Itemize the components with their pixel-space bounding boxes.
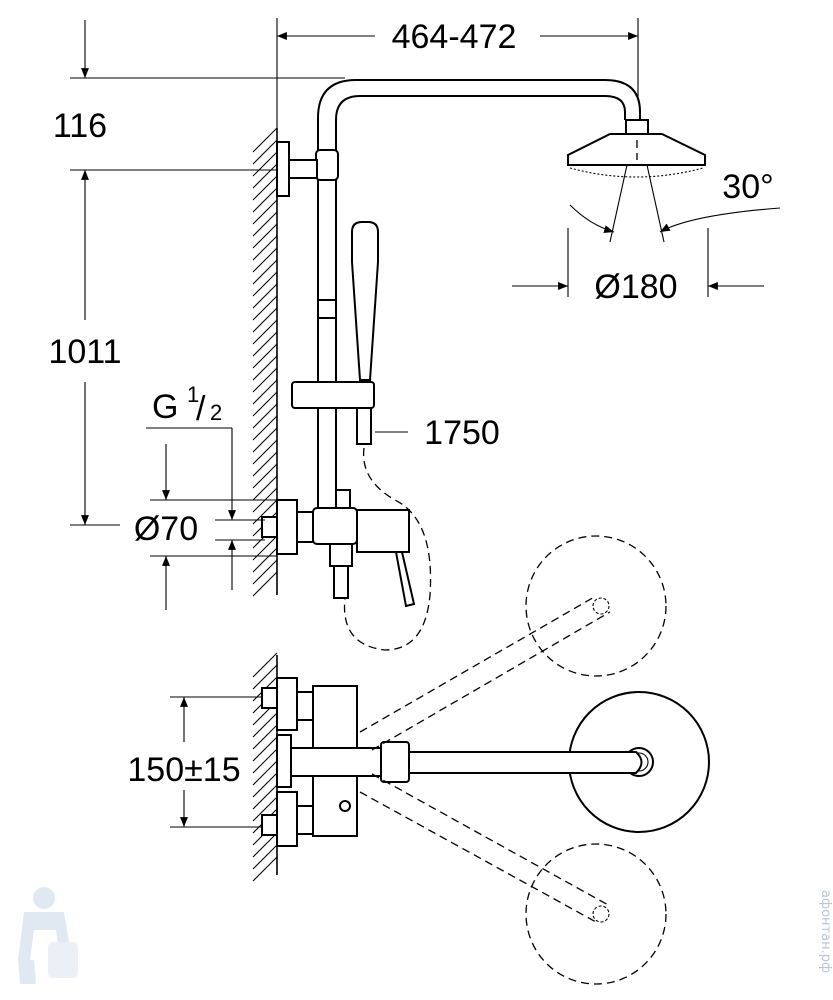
inlet-dimensions: G 1 / 2 Ø70	[134, 382, 277, 610]
hatch-line	[252, 784, 278, 810]
hatch-line	[252, 463, 278, 489]
swing-arcs	[359, 535, 667, 985]
thread-num-label: 1	[187, 382, 199, 407]
hatch-line	[252, 139, 278, 165]
hatch-line	[252, 403, 278, 429]
hatch-line	[252, 796, 278, 822]
hatch-line	[252, 427, 278, 453]
top-offset-label: 116	[53, 107, 107, 145]
hatch-line	[252, 283, 278, 309]
hatch-line	[252, 415, 278, 441]
top-view: 150±15	[127, 535, 710, 985]
width-label: 464-472	[392, 18, 517, 56]
hatch-line	[252, 271, 278, 297]
hatch-line	[252, 652, 278, 678]
hatch-line	[252, 331, 278, 357]
hatch-line	[252, 736, 278, 762]
hatch-line	[252, 247, 278, 273]
hand-shower: 1750	[291, 221, 500, 651]
thread-den-label: 2	[210, 400, 222, 425]
hatch-line	[252, 712, 278, 738]
hatch-line	[252, 475, 278, 501]
hatch-line	[252, 307, 278, 333]
top-offset-dimension: 116	[53, 20, 345, 145]
hatch-line	[252, 127, 278, 153]
hatch-line	[252, 379, 278, 405]
hatch-line	[252, 199, 278, 225]
head-shower	[567, 119, 706, 178]
wall-hatch-front	[252, 127, 278, 597]
hatch-line	[252, 319, 278, 345]
thread-g-label: G	[152, 388, 178, 426]
front-view: 464-472 116 1011	[48, 18, 781, 651]
inlet-spacing-label: 150±15	[127, 751, 240, 789]
diameter-70-label: Ø70	[134, 510, 198, 548]
mixer-top	[261, 677, 410, 847]
hatch-line	[252, 295, 278, 321]
watermark-plumber-figure	[18, 887, 78, 984]
hatch-line	[252, 343, 278, 369]
hatch-line	[252, 235, 278, 261]
height-dimension: 1011	[48, 169, 282, 526]
hatch-line	[252, 211, 278, 237]
thread-slash-label: /	[196, 390, 206, 428]
mixer-body	[261, 489, 416, 608]
shower-riser	[315, 79, 641, 520]
hatch-line	[252, 772, 278, 798]
hatch-line	[252, 439, 278, 465]
spray-angle-dimension: 30°	[569, 164, 781, 243]
hatch-line	[252, 259, 278, 285]
hatch-line	[252, 223, 278, 249]
hatch-line	[252, 832, 278, 858]
hatch-line	[252, 163, 278, 189]
hose-length-label: 1750	[424, 414, 500, 452]
head-diameter-dimension: Ø180	[512, 228, 764, 306]
hatch-line	[252, 355, 278, 381]
hatch-line	[252, 844, 278, 870]
hatch-line	[252, 175, 278, 201]
height-label: 1011	[48, 333, 121, 371]
shower-arm-top	[408, 691, 710, 833]
hatch-line	[252, 367, 278, 393]
hatch-line	[252, 724, 278, 750]
hatch-line	[252, 760, 278, 786]
head-diameter-label: Ø180	[594, 268, 677, 306]
hatch-line	[252, 571, 278, 597]
hatch-line	[252, 559, 278, 585]
inlet-spacing-dimension: 150±15	[127, 696, 262, 828]
hatch-line	[252, 856, 278, 882]
hatch-line	[252, 391, 278, 417]
watermark-side-text: афонтан.рф	[818, 890, 833, 973]
hatch-line	[252, 547, 278, 573]
wall-bracket-top	[276, 141, 318, 197]
hatch-line	[252, 187, 278, 213]
hatch-line	[252, 748, 278, 774]
hatch-line	[252, 664, 278, 690]
hatch-line	[252, 451, 278, 477]
hatch-line	[252, 151, 278, 177]
spray-angle-label: 30°	[722, 168, 773, 206]
